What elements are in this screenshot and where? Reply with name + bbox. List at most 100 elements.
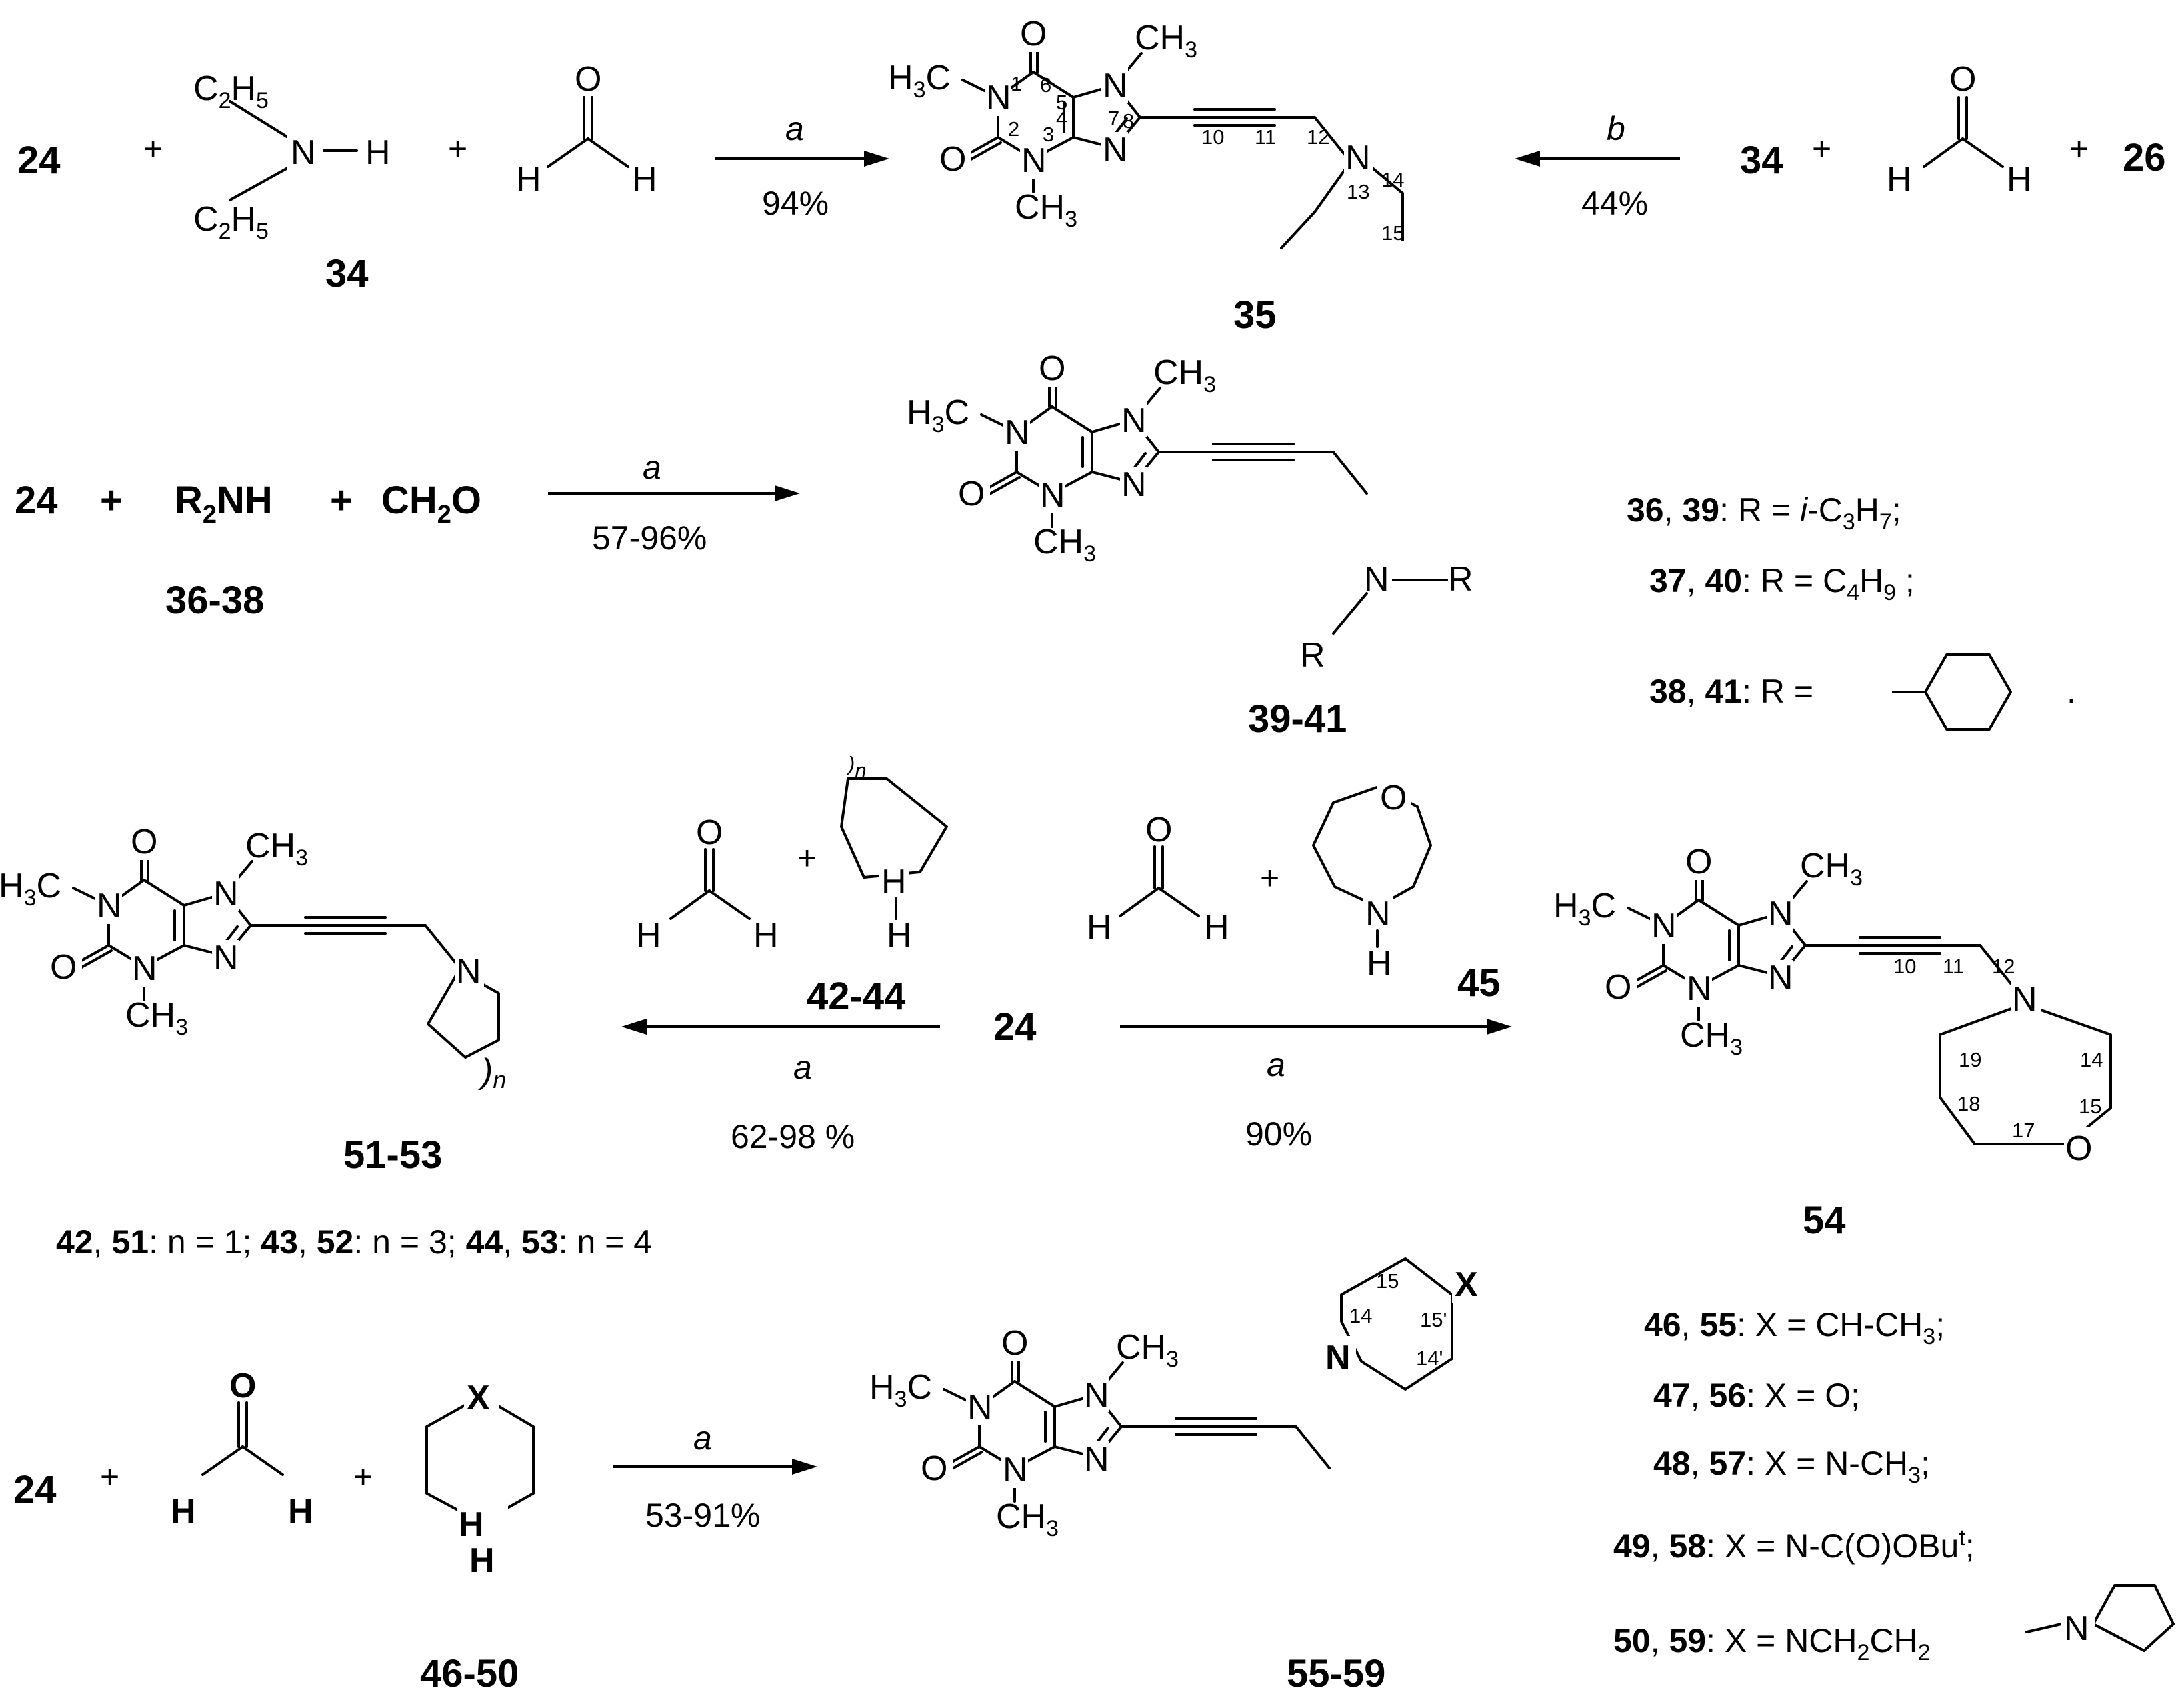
atom-number: 11 xyxy=(1255,125,1276,149)
homomorpholine-ring xyxy=(1939,1003,2112,1145)
compound-label-24: 24 xyxy=(993,1005,1037,1049)
piperazine-type-structure: X H H xyxy=(425,1377,535,1580)
product-structure-54: N O 10 11 12 14 15 17 18 19 xyxy=(1552,841,2112,1168)
svg-text:37, 40: R = C4H9 ;: 37, 40: R = C4H9 ; xyxy=(1649,562,1915,605)
x-definition-1: 46, 55: X = CH-CH3; xyxy=(1644,1306,1945,1349)
compound-label-24: 24 xyxy=(13,1468,57,1511)
formaldehyde-h: H xyxy=(171,1492,196,1531)
reaction-yield: 44% xyxy=(1581,185,1648,222)
atom-number: 8 xyxy=(1123,109,1134,133)
atom-number: 15 xyxy=(1376,1269,1399,1293)
compound-label-34: 34 xyxy=(1740,139,1783,182)
atom-number: 12 xyxy=(1992,955,2015,978)
formaldehyde-structure: O H H xyxy=(1887,60,2032,199)
product-structure-51-53: N )n xyxy=(0,821,506,1093)
reaction-yield: 53-91% xyxy=(645,1497,760,1534)
product-structure-35: N 1 2 3 4 5 6 7 8 10 11 12 13 14 15 xyxy=(887,13,1404,249)
reaction-condition: a xyxy=(643,449,661,486)
compound-label-24: 24 xyxy=(17,139,61,182)
atom-number: 14 xyxy=(1349,1304,1372,1327)
plus-sign: + xyxy=(100,1458,119,1495)
azacycloalkane-ring xyxy=(427,969,500,1059)
formaldehyde-o: O xyxy=(696,813,723,852)
atom-number: 15 xyxy=(2079,1095,2101,1118)
compound-label-24: 24 xyxy=(15,479,58,522)
plus-sign: + xyxy=(143,130,163,167)
diethylamine-n: N xyxy=(291,133,316,172)
atom-number: 10 xyxy=(1201,125,1224,149)
ring-size-label: )n xyxy=(477,1052,506,1093)
svg-text:.: . xyxy=(2067,673,2076,710)
pyrrolidine-n: N xyxy=(2064,1609,2089,1648)
atom-number: 1 xyxy=(1011,72,1022,95)
ring-n: N xyxy=(1365,895,1391,933)
reaction-arrow-2 xyxy=(1515,151,1680,167)
r-definition-1: 36, 39: R = i-C3H7; xyxy=(1627,491,1901,535)
amine-n: N xyxy=(1325,1339,1351,1377)
plus-sign: + xyxy=(100,479,123,522)
formaldehyde-o: O xyxy=(1145,811,1172,849)
x-definition-5: 50, 59: X = NCH2CH2 xyxy=(1613,1622,1931,1665)
formaldehyde-ch2o: CH2O xyxy=(381,479,481,529)
homomorpholine-structure: O N H xyxy=(1312,779,1432,983)
amine-n: H xyxy=(881,863,907,901)
amine-n: N xyxy=(1364,560,1389,599)
amine-r2nh: R2NH xyxy=(175,479,273,529)
ethyl-top: C2H5 xyxy=(193,69,269,113)
amine-h: H xyxy=(887,916,912,955)
reaction-arrow-1 xyxy=(715,151,889,167)
atom-number: 10 xyxy=(1893,955,1916,978)
formaldehyde-structure: O H H xyxy=(516,60,657,199)
atom-number: 14 xyxy=(1381,168,1404,191)
reaction-arrow-5 xyxy=(1120,1019,1512,1035)
n-definitions: 42, 51: n = 1; 43, 52: n = 3; 44, 53: n … xyxy=(56,1223,652,1261)
formaldehyde-h: H xyxy=(632,160,657,199)
formaldehyde-h: H xyxy=(516,160,541,199)
diethylamine-structure: N H C2H5 C2H5 xyxy=(193,69,391,244)
amine-n: N xyxy=(1345,139,1371,177)
compound-label-46-50: 46-50 xyxy=(420,1652,519,1695)
compound-label-51-53: 51-53 xyxy=(343,1133,442,1177)
r-definition-3: 38, 41: R = . xyxy=(1649,653,2076,731)
reaction-arrow-4 xyxy=(621,1019,940,1035)
amine-h: H xyxy=(1367,944,1392,983)
ring-nh: H xyxy=(459,1505,484,1544)
reaction-yield: 62-98 % xyxy=(731,1118,855,1155)
formaldehyde-h: H xyxy=(1087,908,1112,947)
compound-label-45: 45 xyxy=(1457,961,1501,1005)
formaldehyde-o: O xyxy=(575,60,601,99)
compound-label-35: 35 xyxy=(1233,293,1277,337)
amine-h: H xyxy=(469,1541,495,1580)
x-definition-4: 49, 58: X = N-C(O)OBut; xyxy=(1613,1525,1975,1565)
compound-label-55-59: 55-59 xyxy=(1287,1652,1385,1695)
svg-text:36, 39: R = i-C3H7;: 36, 39: R = i-C3H7; xyxy=(1627,491,1901,535)
reaction-condition: b xyxy=(1607,110,1625,147)
ethyl-bottom: C2H5 xyxy=(193,200,269,244)
ring-x: X xyxy=(467,1379,490,1417)
atom-number: 11 xyxy=(1943,955,1964,978)
formaldehyde-structure: O H H xyxy=(636,813,779,955)
reaction-condition: a xyxy=(1267,1046,1285,1083)
atom-number: 17 xyxy=(2012,1119,2035,1142)
atom-number: 13 xyxy=(1347,180,1369,203)
formaldehyde-h: H xyxy=(1204,908,1229,947)
formaldehyde-structure: O H H xyxy=(171,1367,313,1531)
diethylamine-h: H xyxy=(365,133,391,172)
formaldehyde-h: H xyxy=(288,1492,313,1531)
atom-number: 15' xyxy=(1420,1308,1447,1331)
atom-number: 15 xyxy=(1381,221,1404,245)
plus-sign: + xyxy=(1260,859,1279,897)
substituent-r: R xyxy=(1300,636,1325,675)
amine-n: N xyxy=(456,952,481,991)
formaldehyde-h: H xyxy=(636,916,661,955)
compound-label-36-38: 36-38 xyxy=(165,579,264,622)
atom-number: 14 xyxy=(2080,1048,2103,1071)
compound-label-54: 54 xyxy=(1803,1199,1846,1242)
cyclic-amine-structure: H H )n xyxy=(840,752,948,955)
atom-number: 2 xyxy=(1008,117,1019,141)
atom-number: 14' xyxy=(1416,1347,1443,1370)
atom-number: 3 xyxy=(1043,123,1054,146)
plus-sign: + xyxy=(353,1458,373,1495)
ring-o: O xyxy=(2065,1129,2092,1168)
